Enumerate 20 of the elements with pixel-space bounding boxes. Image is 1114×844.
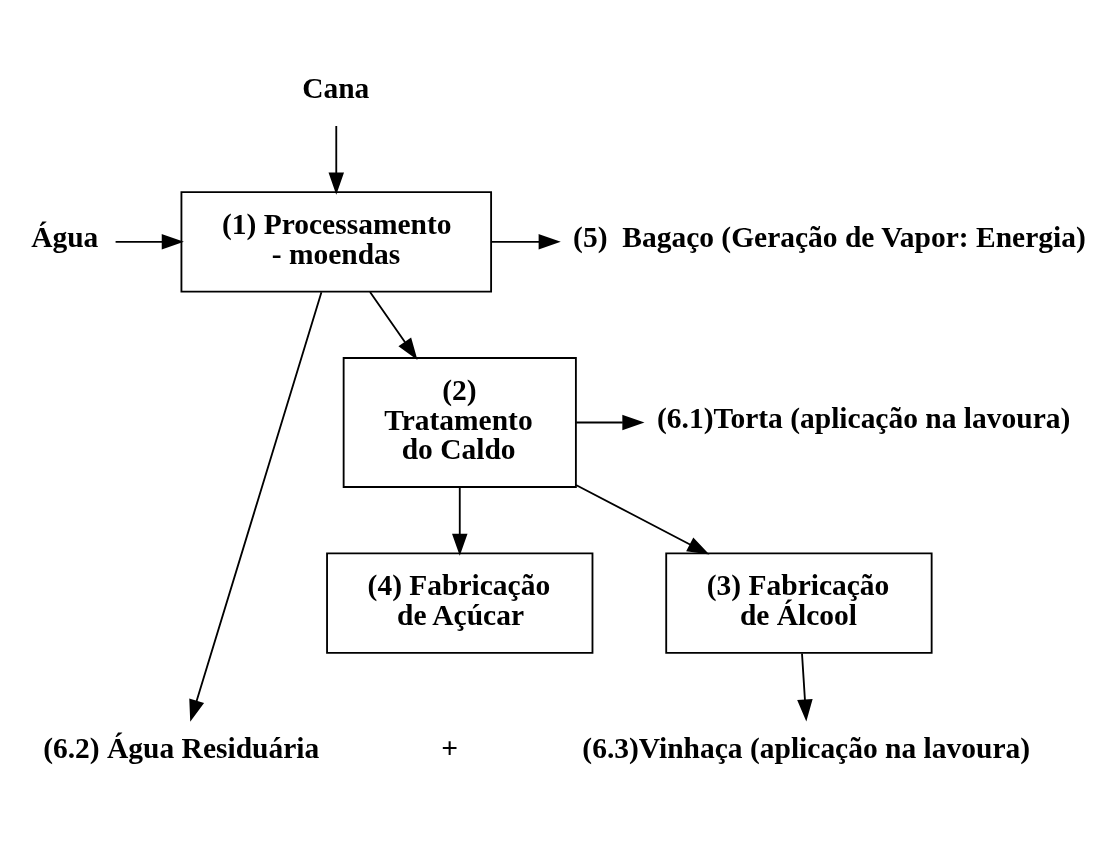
arrow	[575, 414, 645, 430]
arrow	[369, 290, 418, 360]
node-text: (5) Bagaço (Geração de Vapor: Energia)	[573, 220, 1086, 253]
arrow	[114, 233, 184, 250]
arrow	[452, 485, 468, 556]
arrow	[797, 652, 813, 722]
node-box: (2) Tratamento do Caldo	[342, 356, 577, 488]
arrow	[328, 124, 344, 195]
node-text: Água	[31, 220, 99, 253]
arrow	[575, 483, 710, 555]
node-text: Cana	[302, 71, 370, 104]
label: +	[441, 731, 459, 764]
node-text: (6.1)Torta (aplicação na lavoura)	[657, 401, 1071, 434]
arrow	[490, 233, 561, 250]
node-box: (4) Fabricação de Açúcar	[326, 551, 594, 654]
node-text: (6.2) Água Residuária	[43, 731, 320, 764]
node-text: (6.3)Vinhaça (aplicação na lavoura)	[582, 731, 1031, 764]
node-box: (3) Fabricação de Álcool	[665, 551, 933, 654]
arrow	[189, 290, 323, 722]
node-box: (1) Processamento - moendas	[180, 190, 493, 293]
